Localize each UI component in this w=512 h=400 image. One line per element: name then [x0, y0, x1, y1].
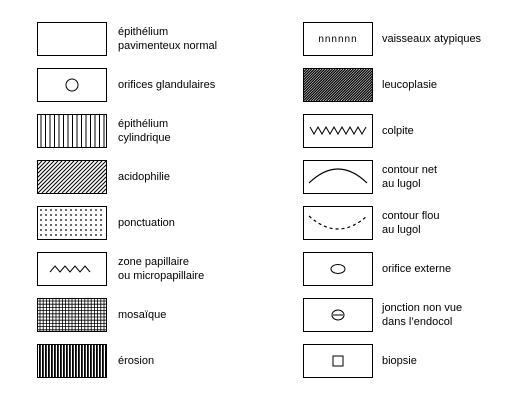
ellipse-swatch [303, 252, 373, 286]
legend-item-contour-net: contour net au lugol [300, 160, 512, 200]
legend-label: contour net au lugol [382, 160, 512, 194]
legend-item-vaisseaux-atypiques: nnnnnn vaisseaux atypiques [300, 22, 512, 62]
legend-item-leucoplasie: leucoplasie [300, 68, 512, 108]
legend-label-line1: jonction non vue [382, 302, 463, 314]
legend-label: jonction non vue dans l’endocol [382, 298, 512, 332]
legend-label-line1: vaisseaux atypiques [382, 33, 482, 45]
legend-label-line1: acidophilie [118, 171, 170, 183]
legend-label-line1: contour net [382, 164, 438, 176]
legend-item-jonction-non-vue: jonction non vue dans l’endocol [300, 298, 512, 338]
circle-swatch [37, 68, 107, 102]
legend-label-line2: ou micropapillaire [118, 270, 205, 282]
legend-item-contour-flou: contour flou au lugol [300, 206, 512, 246]
legend-item-zone-papillaire: zone papillaire ou micropapillaire [0, 252, 300, 292]
legend-label-line1: ponctuation [118, 217, 175, 229]
dense-vertical-bars-swatch [37, 344, 107, 378]
blank-swatch [37, 22, 107, 56]
legend-item-mosaique: mosaïque [0, 298, 300, 338]
legend-item-ponctuation: ponctuation [0, 206, 300, 246]
text-swatch: nnnnnn [303, 22, 373, 56]
legend-label-line1: orifice externe [382, 263, 452, 275]
legend-label-line2: pavimenteux normal [118, 40, 218, 52]
legend-label: leucoplasie [382, 68, 512, 102]
legend-item-epithelium-cylindrique: épithélium cylindrique [0, 114, 300, 154]
legend-label-line2: cylindrique [118, 132, 171, 144]
legend-label-line1: épithélium [118, 118, 169, 130]
legend-label: orifices glandulaires [118, 68, 298, 102]
legend-item-acidophilie: acidophilie [0, 160, 300, 200]
ellipse-line-swatch [303, 298, 373, 332]
legend-label-line1: colpite [382, 125, 414, 137]
zigzag-swatch [37, 252, 107, 286]
legend-label: érosion [118, 344, 298, 378]
dots-swatch [37, 206, 107, 240]
legend-item-orifices-glandulaires: orifices glandulaires [0, 68, 300, 108]
dashed-arc-swatch [303, 206, 373, 240]
legend-label: acidophilie [118, 160, 298, 194]
v-chain-swatch [303, 114, 373, 148]
legend-label: ponctuation [118, 206, 298, 240]
legend-label-line1: épithélium [118, 26, 169, 38]
legend-label: colpite [382, 114, 512, 148]
diagonal-hatch-swatch [37, 160, 107, 194]
legend-label-line1: leucoplasie [382, 79, 438, 91]
legend-label-line1: contour flou [382, 210, 440, 222]
dense-diagonal-hatch-swatch [303, 68, 373, 102]
legend-item-colpite: colpite [300, 114, 512, 154]
legend-label-line1: mosaïque [118, 309, 167, 321]
legend-item-epithelium-pavimenteux: épithélium pavimenteux normal [0, 22, 300, 62]
legend-label-line1: érosion [118, 355, 155, 367]
legend-label: biopsie [382, 344, 512, 378]
legend-label-line1: orifices glandulaires [118, 79, 216, 91]
legend-item-orifice-externe: orifice externe [300, 252, 512, 292]
small-square-swatch [303, 344, 373, 378]
legend-label-line1: zone papillaire [118, 256, 189, 268]
solid-arc-swatch [303, 160, 373, 194]
legend-label: vaisseaux atypiques [382, 22, 512, 56]
grid-swatch [37, 298, 107, 332]
legend-label: épithélium pavimenteux normal [118, 22, 298, 56]
legend-label-line1: biopsie [382, 355, 417, 367]
legend-label-line2: au lugol [382, 178, 421, 190]
legend-label-line2: dans l’endocol [382, 316, 453, 328]
legend-label: zone papillaire ou micropapillaire [118, 252, 298, 286]
legend-item-biopsie: biopsie [300, 344, 512, 384]
legend-label: orifice externe [382, 252, 512, 286]
vertical-lines-swatch [37, 114, 107, 148]
legend-label: épithélium cylindrique [118, 114, 298, 148]
vessel-symbol: nnnnnn [318, 33, 358, 45]
legend-label-line2: au lugol [382, 224, 421, 236]
legend-item-erosion: érosion [0, 344, 300, 384]
legend-label: contour flou au lugol [382, 206, 512, 240]
legend-label: mosaïque [118, 298, 298, 332]
